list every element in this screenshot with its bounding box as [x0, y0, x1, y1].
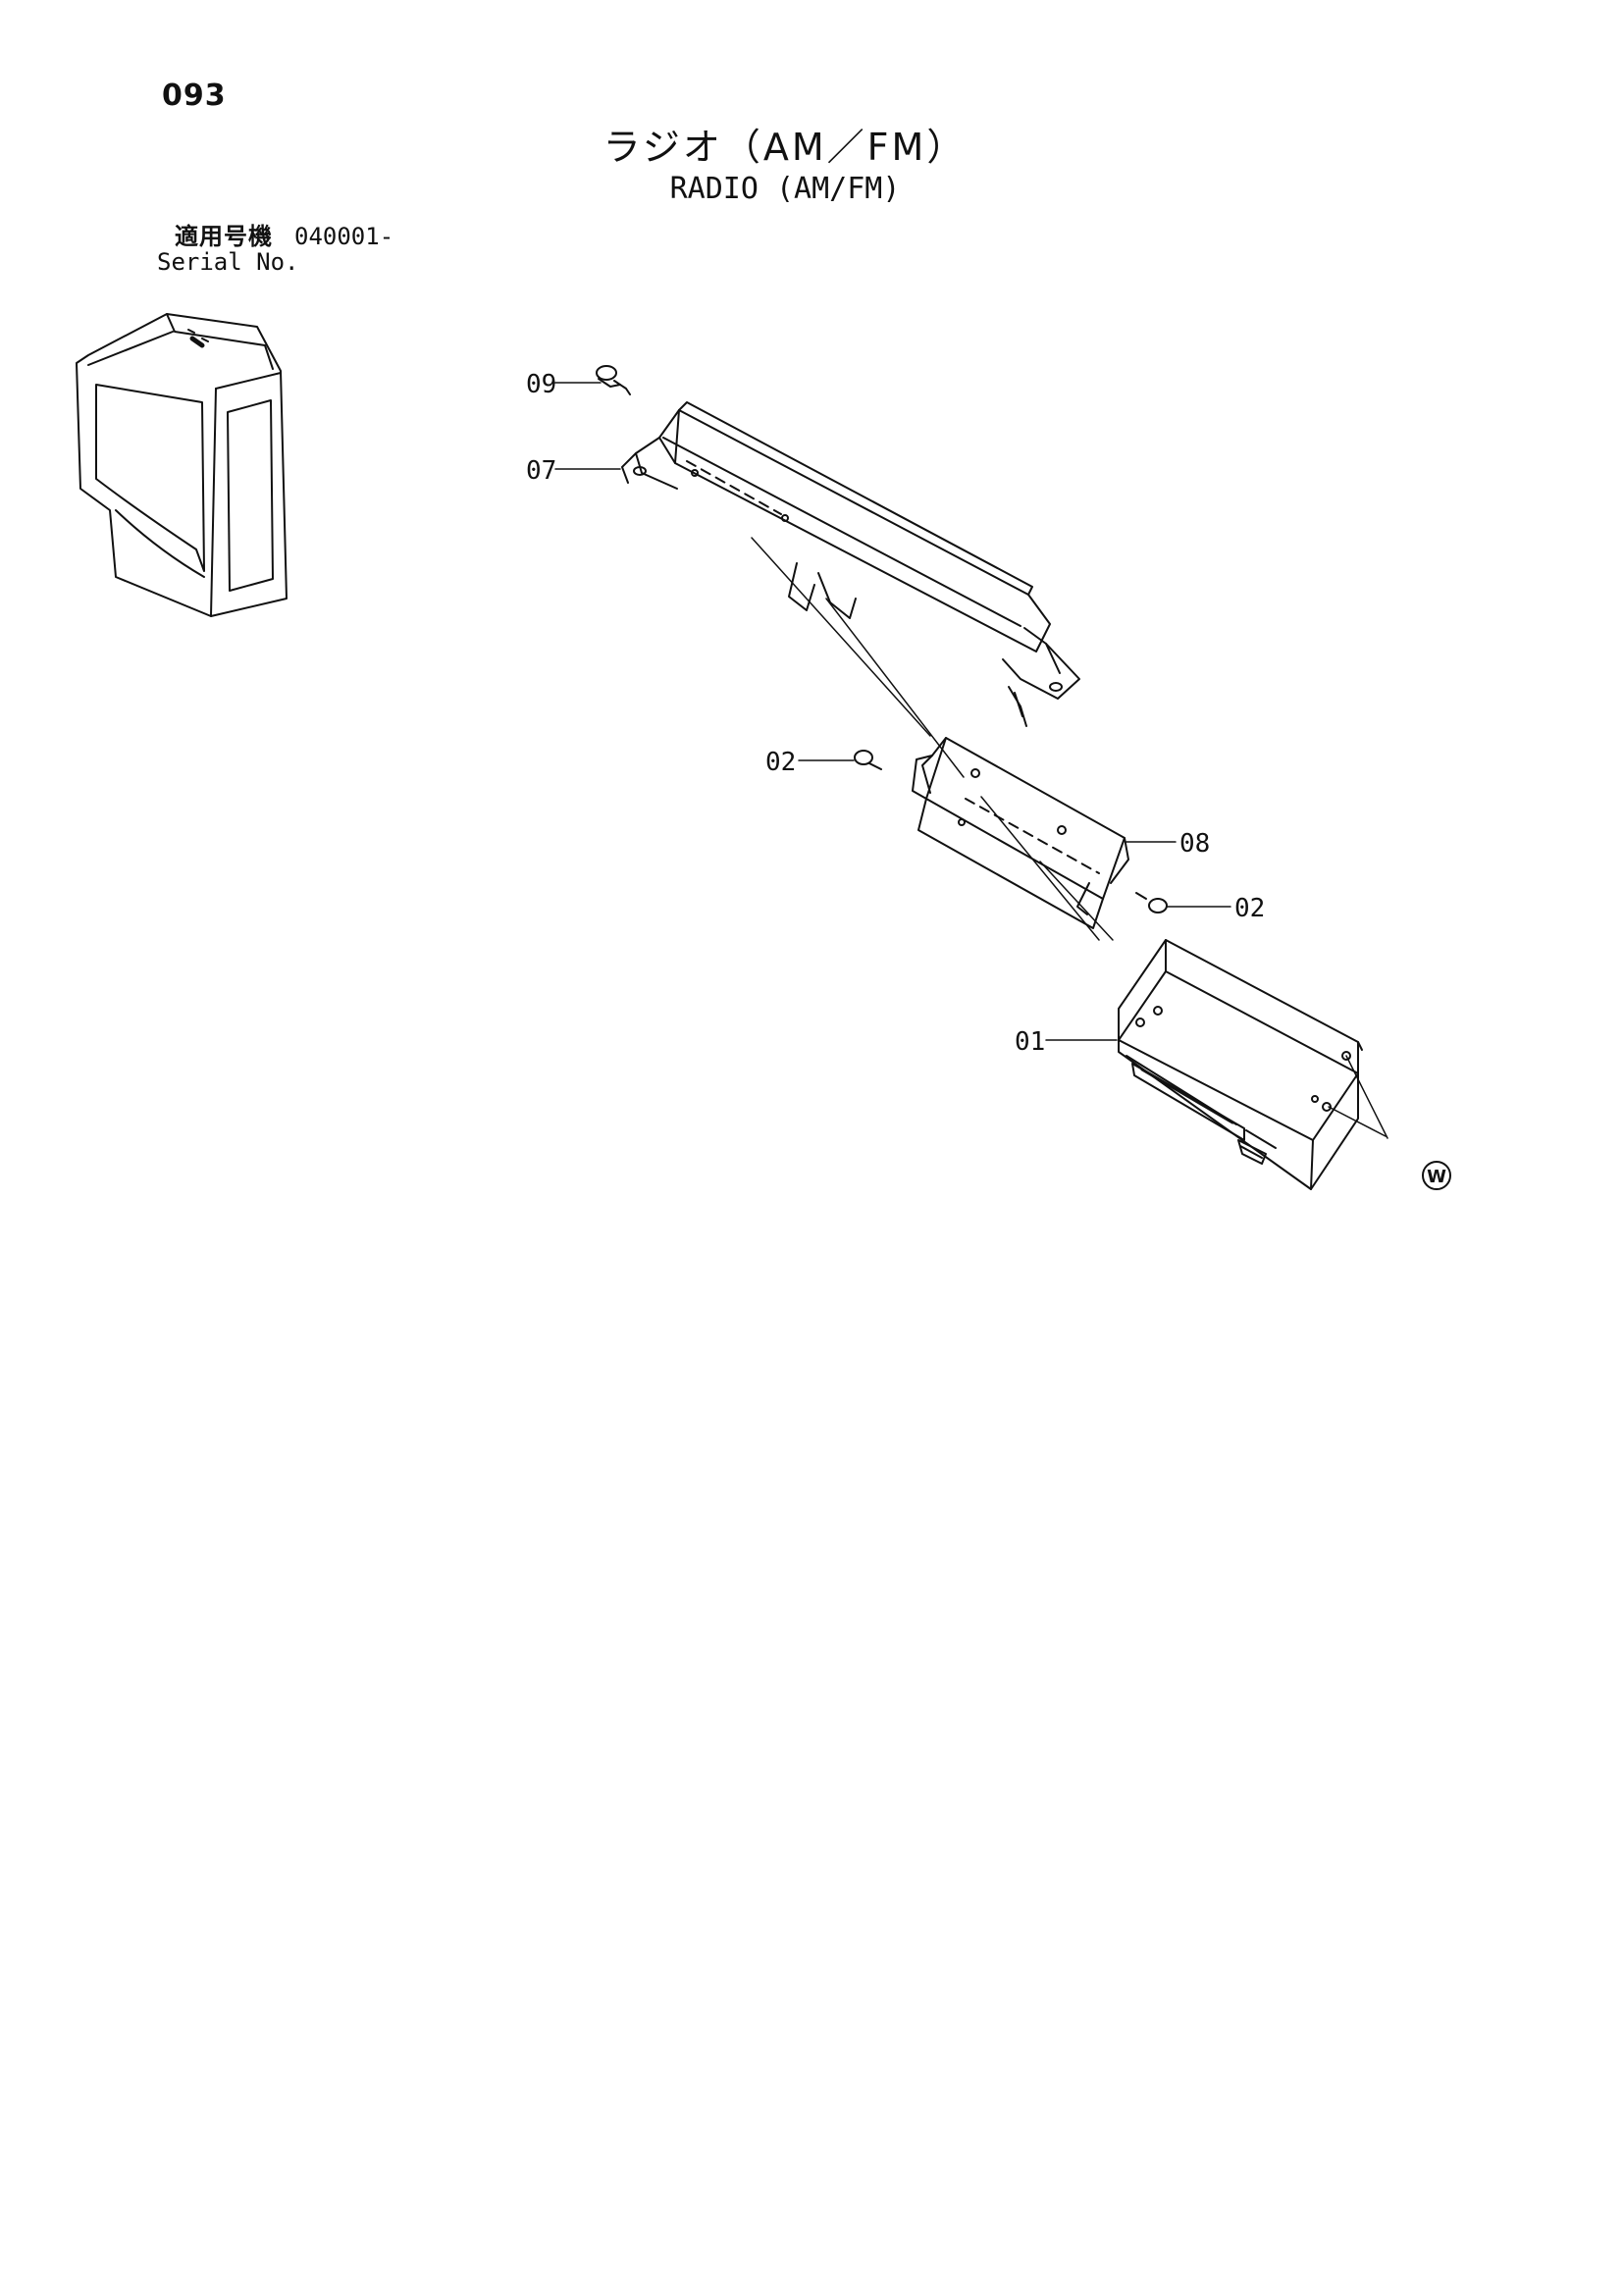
- callout-01: 01: [1015, 1027, 1045, 1057]
- serial-label-english: Serial No.: [157, 248, 299, 276]
- small-bracket-08: [912, 737, 1129, 929]
- leader-lines: [554, 382, 1231, 1041]
- page-number: 093: [162, 78, 227, 113]
- title-block: ラジオ（AM／FM） RADIO (AM/FM): [550, 126, 1021, 208]
- long-bracket-07: [621, 401, 1080, 727]
- callout-02-left: 02: [765, 748, 796, 777]
- reference-lines: [751, 537, 1388, 1139]
- callout-08: 08: [1179, 829, 1210, 859]
- serial-label-japanese: 適用号機: [175, 223, 273, 250]
- cab-location-thumbnail: [76, 313, 288, 617]
- circled-w-symbol: W: [1422, 1161, 1451, 1190]
- serial-row: 適用号機 040001-: [157, 224, 393, 249]
- callout-02-right: 02: [1234, 894, 1265, 923]
- title-japanese: ラジオ（AM／FM）: [602, 126, 968, 169]
- screw-09: [596, 365, 631, 395]
- radio-unit-01: [1118, 939, 1363, 1190]
- serial-block: 適用号機 040001- Serial No.: [157, 224, 393, 275]
- circled-w-letter: W: [1427, 1167, 1446, 1187]
- screw-02-left: [854, 750, 882, 770]
- title-english: RADIO (AM/FM): [669, 172, 901, 206]
- callout-09: 09: [526, 370, 556, 399]
- serial-value: 040001-: [294, 223, 394, 250]
- screw-02-right: [1135, 892, 1168, 913]
- callout-07: 07: [526, 456, 556, 486]
